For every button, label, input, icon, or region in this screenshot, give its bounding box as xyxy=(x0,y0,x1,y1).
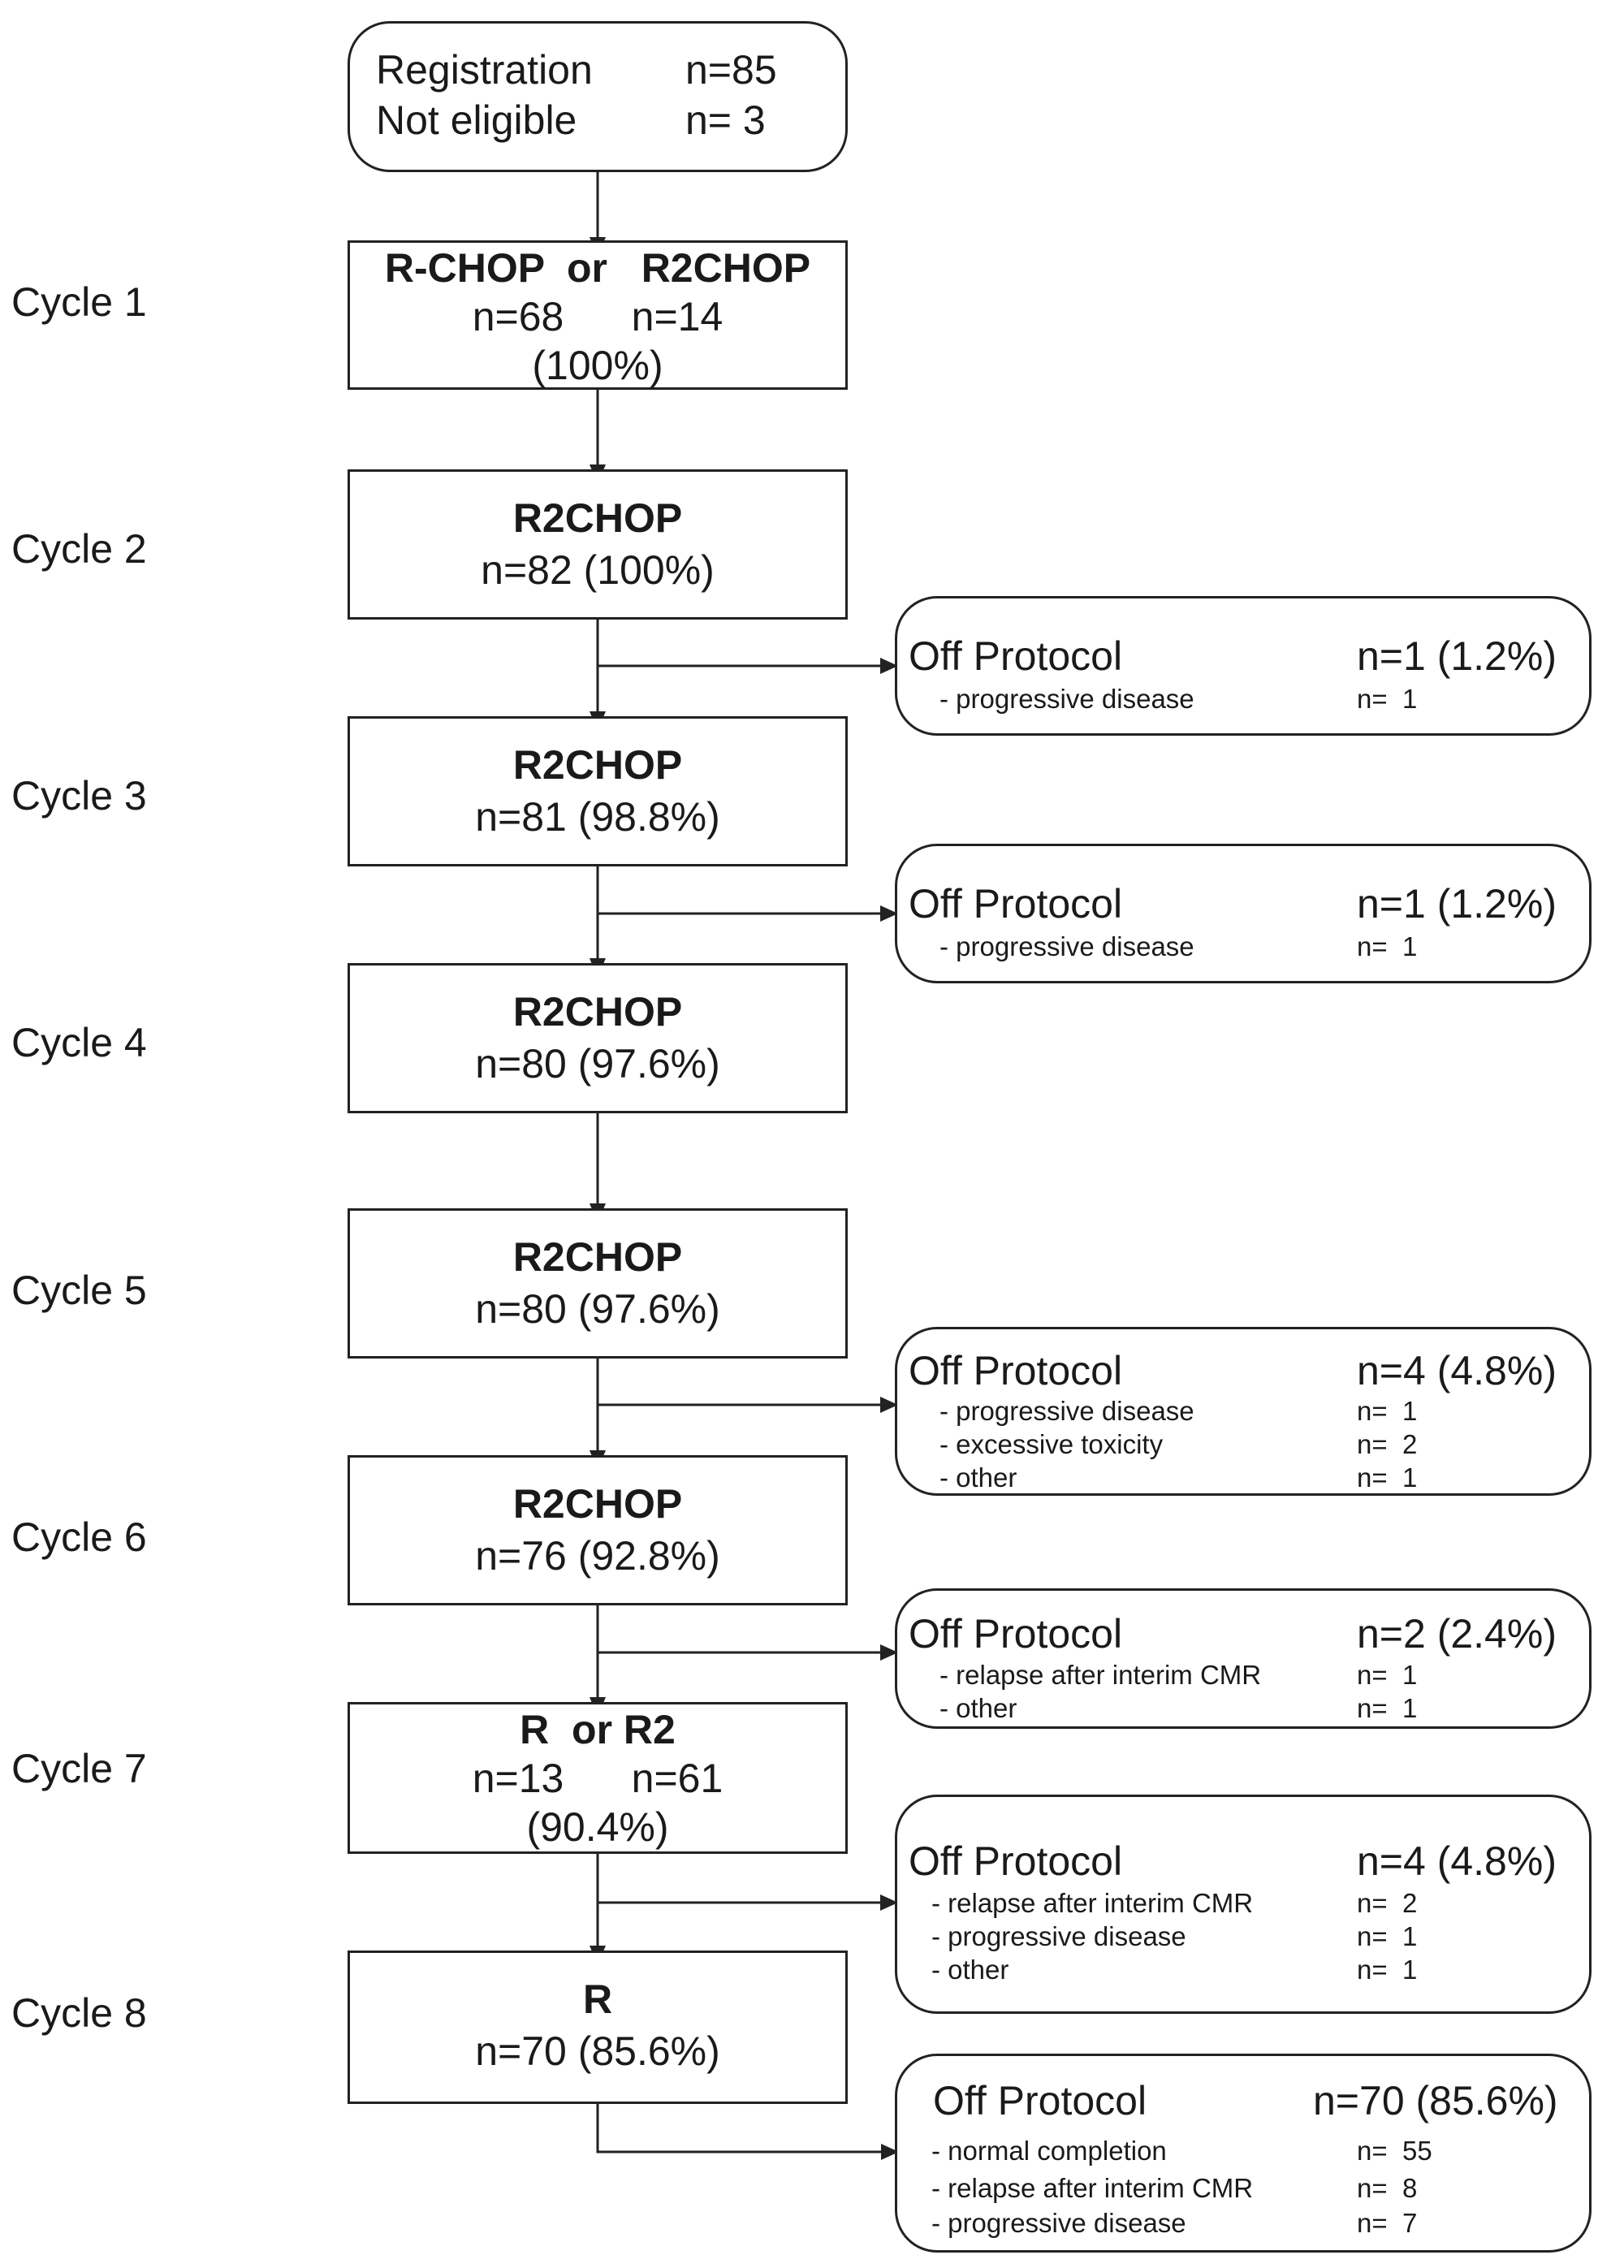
off-protocol-reason: - relapse after interim CMR xyxy=(939,1660,1262,1690)
cycle-4-regimen: R2CHOP xyxy=(512,989,683,1035)
cycle-7-percent: (90.4%) xyxy=(526,1804,669,1850)
off-protocol-reason: - other xyxy=(939,1693,1017,1723)
off-protocol-reason: - other xyxy=(939,1462,1017,1493)
cycle-5-regimen: R2CHOP xyxy=(512,1234,683,1280)
off-protocol-title: Off Protocol xyxy=(909,1611,1123,1657)
registration-count: n=85 xyxy=(685,47,777,93)
registration-box: Registration n=85 Not eligible n= 3 xyxy=(348,21,848,172)
cycle-7-regimen: R or R2 xyxy=(520,1707,676,1752)
cycle-1-regimen: R-CHOP or R2CHOP xyxy=(384,245,811,291)
cycle-3-box: R2CHOP n=81 (98.8%) xyxy=(348,716,848,866)
off-protocol-title: Off Protocol xyxy=(909,881,1123,927)
arrowhead xyxy=(880,658,898,674)
cycle-1-percent: (100%) xyxy=(532,343,663,388)
arrowhead xyxy=(880,1397,898,1413)
off-protocol-total: n=2 (2.4%) xyxy=(1357,1611,1557,1657)
off-protocol-reason: - progressive disease xyxy=(931,1921,1186,1951)
off-protocol-box-2: Off Protocol n=1 (1.2%) - progressive di… xyxy=(895,844,1592,983)
off-protocol-reason-count: n= 1 xyxy=(1357,1693,1418,1723)
off-protocol-reason-count: n= 8 xyxy=(1357,2173,1418,2203)
cycle-6-box: R2CHOP n=76 (92.8%) xyxy=(348,1455,848,1605)
off-protocol-title: Off Protocol xyxy=(933,2078,1147,2123)
off-protocol-box-4: Off Protocol n=2 (2.4%) - relapse after … xyxy=(895,1588,1592,1729)
registration-label: Registration xyxy=(376,47,593,93)
cycle-2-regimen: R2CHOP xyxy=(512,495,683,541)
arrowhead xyxy=(881,2144,899,2160)
off-protocol-box-1: Off Protocol n=1 (1.2%) - progressive di… xyxy=(895,596,1592,736)
cycle-1-label: Cycle 1 xyxy=(11,279,147,325)
cycle-4-count: n=80 (97.6%) xyxy=(475,1041,720,1086)
cycle-8-count: n=70 (85.6%) xyxy=(475,2028,720,2074)
cycle-7-box: R or R2 n=13 n=61 (90.4%) xyxy=(348,1702,848,1854)
cycle-2-label: Cycle 2 xyxy=(11,526,147,572)
cycle-1-counts: n=68 n=14 xyxy=(472,294,723,339)
cycle-4-box: R2CHOP n=80 (97.6%) xyxy=(348,963,848,1113)
not-eligible-label: Not eligible xyxy=(376,97,577,143)
off-protocol-reason: - progressive disease xyxy=(939,931,1194,961)
off-protocol-title: Off Protocol xyxy=(909,1348,1123,1393)
off-protocol-total: n=4 (4.8%) xyxy=(1357,1838,1557,1884)
cycle-5-label: Cycle 5 xyxy=(11,1268,147,1313)
off-protocol-box-5: Off Protocol n=4 (4.8%) - relapse after … xyxy=(895,1795,1592,2014)
off-protocol-reason: - relapse after interim CMR xyxy=(931,2173,1254,2203)
off-protocol-box-3: Off Protocol n=4 (4.8%) - progressive di… xyxy=(895,1327,1592,1496)
cycle-5-box: R2CHOP n=80 (97.6%) xyxy=(348,1208,848,1359)
off-protocol-total: n=1 (1.2%) xyxy=(1357,881,1557,927)
cycle-4-label: Cycle 4 xyxy=(11,1020,147,1065)
off-protocol-reason-count: n= 2 xyxy=(1357,1888,1418,1918)
off-protocol-box-6: Off Protocol n=70 (85.6%) - normal compl… xyxy=(895,2054,1592,2253)
cycle-8-box: R n=70 (85.6%) xyxy=(348,1950,848,2104)
off-protocol-reason-count: n= 1 xyxy=(1357,1660,1418,1690)
cycle-2-count: n=82 (100%) xyxy=(481,547,715,593)
arrowhead xyxy=(880,1644,898,1661)
cycle-7-counts: n=13 n=61 xyxy=(472,1756,723,1801)
off-protocol-reason-count: n= 1 xyxy=(1357,931,1418,961)
cycle-1-box: R-CHOP or R2CHOP n=68 n=14 (100%) xyxy=(348,240,848,390)
cycle-8-label: Cycle 8 xyxy=(11,1990,147,2036)
off-protocol-reason: - other xyxy=(931,1955,1009,1985)
cycle-8-regimen: R xyxy=(582,1976,613,2022)
off-protocol-title: Off Protocol xyxy=(909,1838,1123,1884)
off-protocol-reason: - normal completion xyxy=(931,2136,1167,2166)
cycle-6-count: n=76 (92.8%) xyxy=(475,1533,720,1579)
off-protocol-reason-count: n= 7 xyxy=(1357,2208,1418,2238)
cycle-6-regimen: R2CHOP xyxy=(512,1481,683,1527)
off-protocol-total: n=70 (85.6%) xyxy=(1313,2078,1558,2123)
cycle-2-box: R2CHOP n=82 (100%) xyxy=(348,469,848,620)
off-protocol-title: Off Protocol xyxy=(909,633,1123,679)
off-protocol-reason-count: n= 1 xyxy=(1357,1462,1418,1493)
off-protocol-reason-count: n= 1 xyxy=(1357,1396,1418,1426)
off-protocol-total: n=1 (1.2%) xyxy=(1357,633,1557,679)
off-protocol-reason: - excessive toxicity xyxy=(939,1429,1164,1459)
off-protocol-reason-count: n= 1 xyxy=(1357,1921,1418,1951)
off-protocol-reason-count: n= 55 xyxy=(1357,2136,1432,2166)
off-protocol-reason: - progressive disease xyxy=(939,1396,1194,1426)
off-protocol-reason-count: n= 1 xyxy=(1357,684,1418,714)
off-protocol-reason: - relapse after interim CMR xyxy=(931,1888,1254,1918)
cycle-3-regimen: R2CHOP xyxy=(512,742,683,788)
not-eligible-count: n= 3 xyxy=(685,97,766,143)
cycle-3-count: n=81 (98.8%) xyxy=(475,794,720,840)
arrowhead xyxy=(880,1894,898,1911)
off-protocol-reason-count: n= 1 xyxy=(1357,1955,1418,1985)
arrowhead xyxy=(880,905,898,922)
off-protocol-reason-count: n= 2 xyxy=(1357,1429,1418,1459)
cycle-5-count: n=80 (97.6%) xyxy=(475,1286,720,1332)
off-protocol-total: n=4 (4.8%) xyxy=(1357,1348,1557,1393)
off-protocol-reason: - progressive disease xyxy=(931,2208,1186,2238)
off-protocol-reason: - progressive disease xyxy=(939,684,1194,714)
cycle-6-label: Cycle 6 xyxy=(11,1514,147,1560)
cycle-7-label: Cycle 7 xyxy=(11,1746,147,1791)
cycle-3-label: Cycle 3 xyxy=(11,773,147,819)
